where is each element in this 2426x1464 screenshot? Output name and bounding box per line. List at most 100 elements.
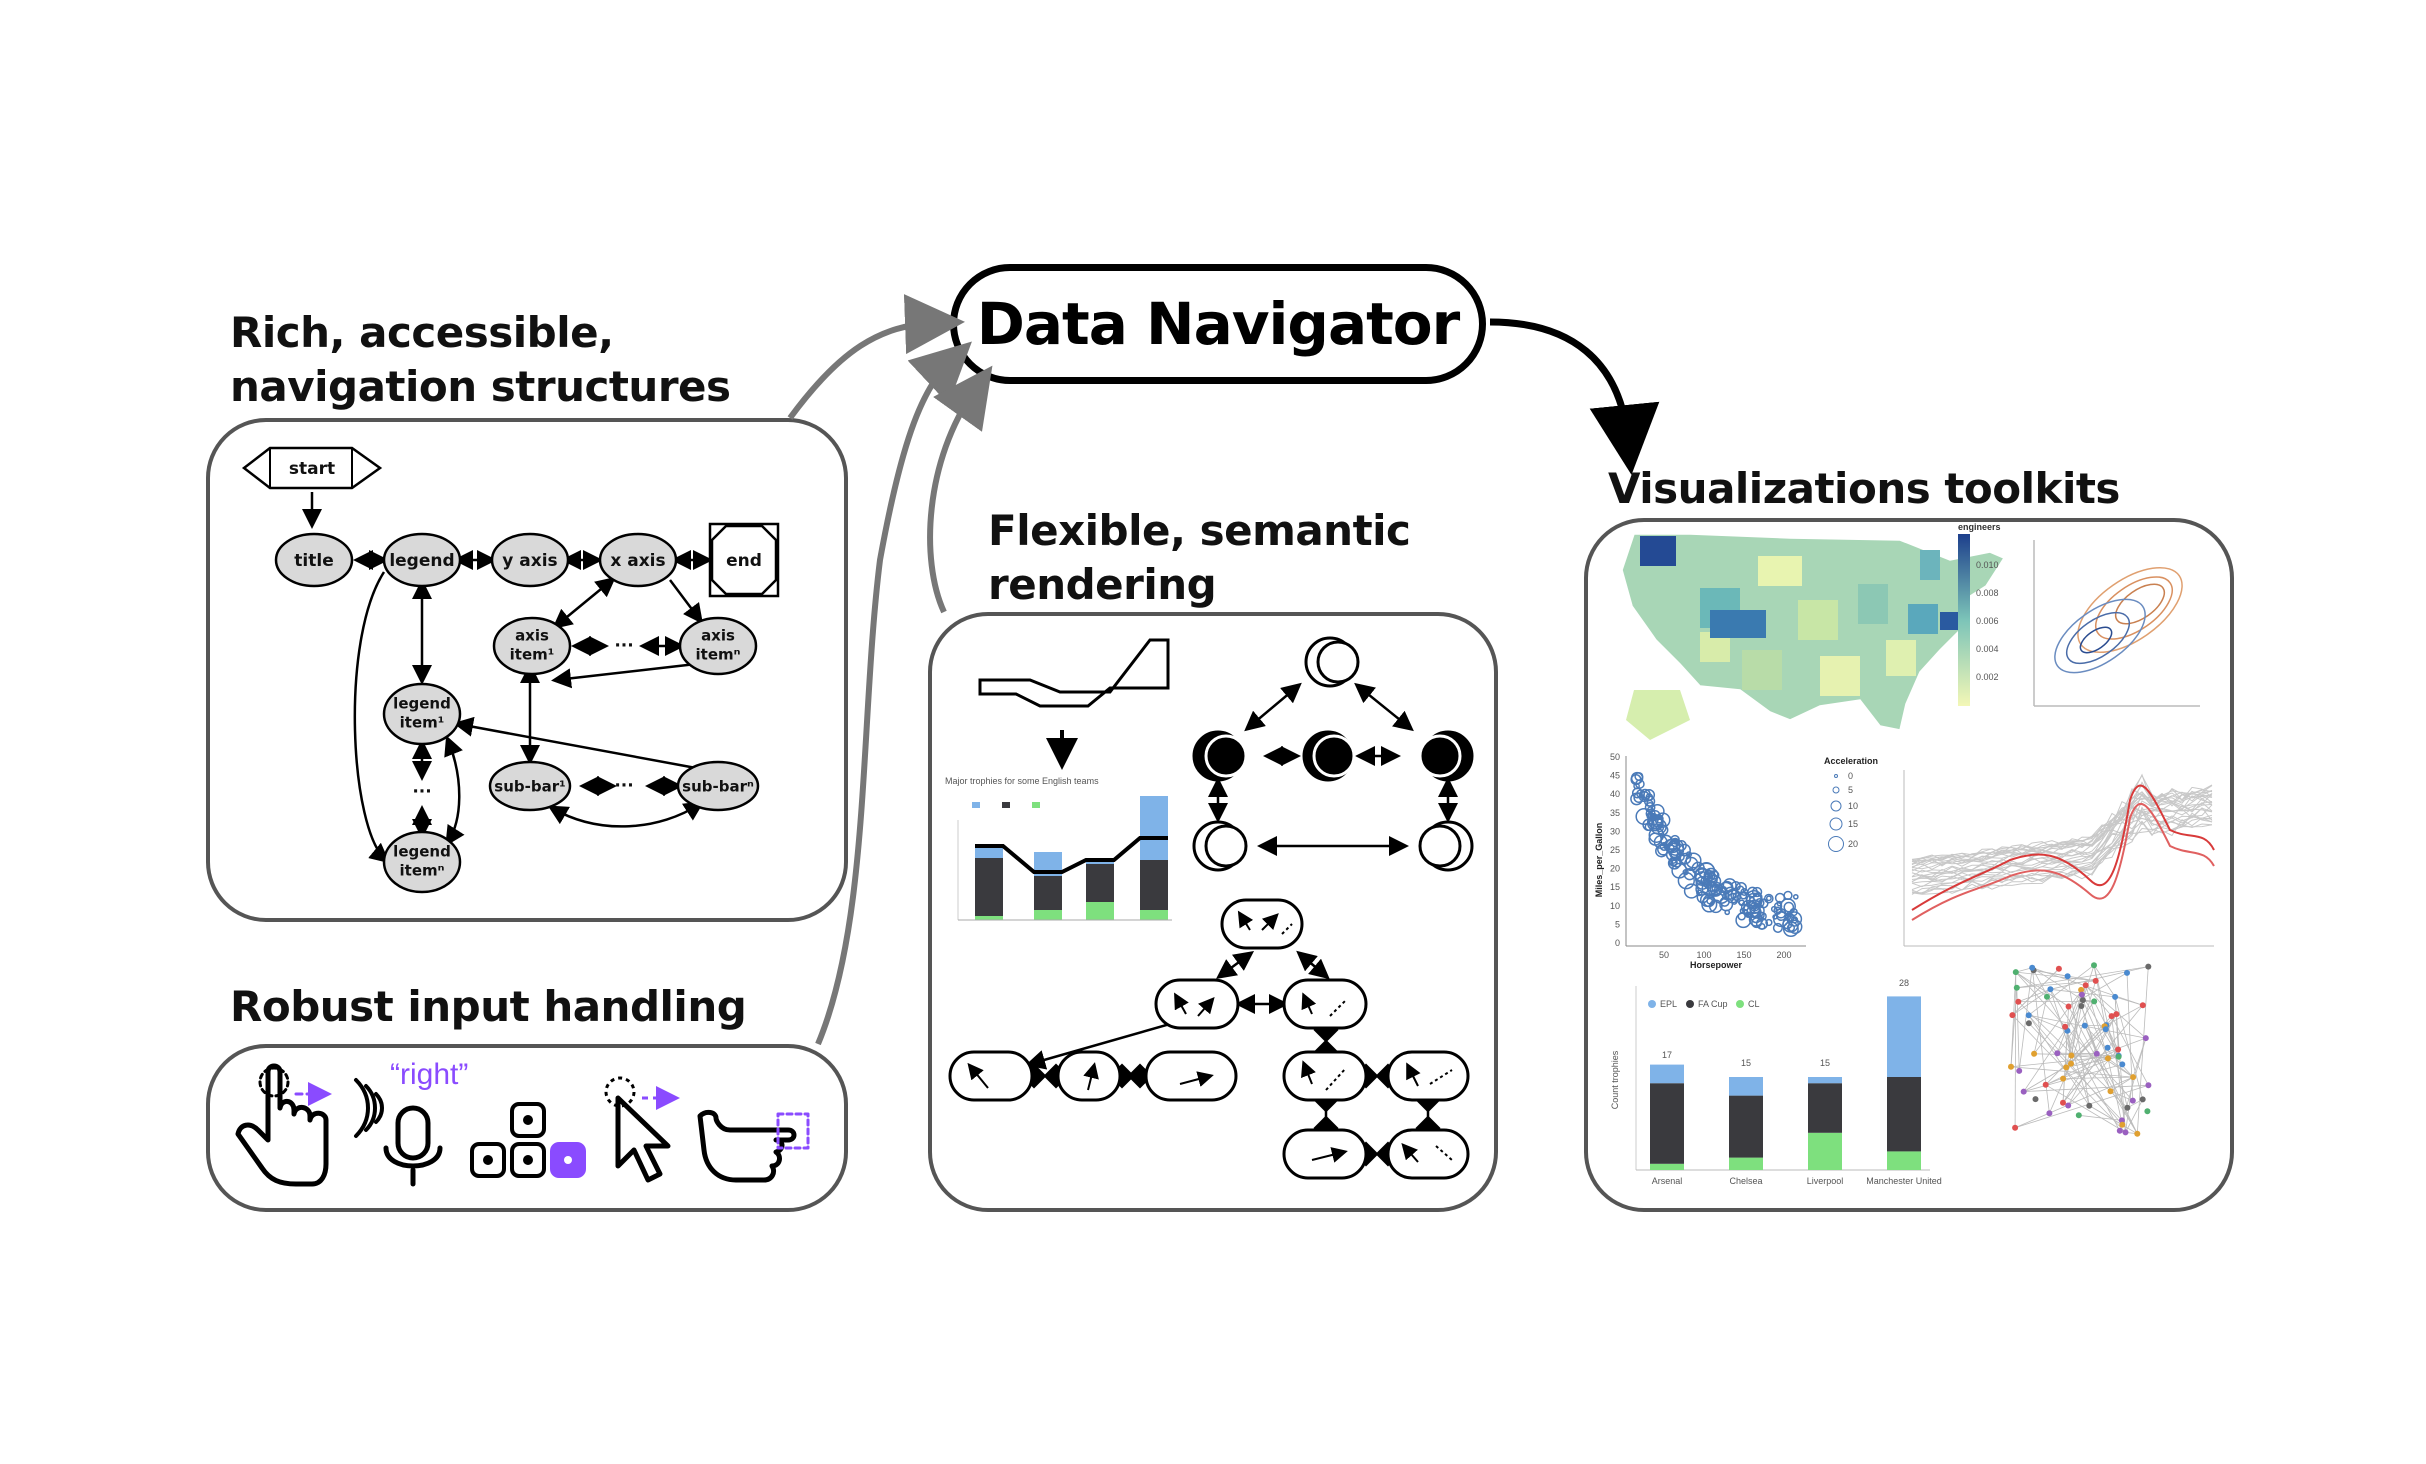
scatter-point — [1742, 904, 1749, 911]
contour-density-plot — [2033, 540, 2200, 707]
scatter-point — [1671, 839, 1679, 848]
network-edge — [2107, 1058, 2123, 1125]
network-node — [2108, 1013, 2115, 1020]
network-node — [2068, 1052, 2075, 1059]
nav-node-start-label: start — [289, 459, 335, 479]
choropleth-map: engineers 0.010 0.008 0.006 0.004 0.002 — [1621, 522, 2006, 740]
rendering-bar-chart: Major trophies for some English teams — [945, 776, 1172, 921]
gray-series-line — [1911, 806, 2213, 891]
scatter-point — [1752, 892, 1763, 903]
scatter-point — [1709, 883, 1722, 896]
rendering-pill-nodes — [948, 898, 1470, 1180]
nav-node-legend-item-1-line2: item¹ — [400, 714, 445, 732]
scatter-ytick: 35 — [1610, 808, 1620, 818]
network-node — [2065, 1003, 2072, 1010]
network-node — [2055, 965, 2062, 972]
rendering-circle-glyphs — [1192, 636, 1474, 872]
scatter-point — [1702, 871, 1718, 887]
network-node — [2091, 998, 2098, 1005]
scatter-xlabel: Horsepower — [1690, 960, 1743, 970]
bar-total-man-united: 28 — [1899, 978, 1909, 988]
flow-arrow-out — [1489, 318, 1660, 475]
scatter-ytick: 45 — [1610, 771, 1620, 781]
scatter-ytick: 40 — [1610, 789, 1620, 799]
nav-node-x-axis: x axis — [610, 551, 665, 571]
network-node — [2012, 969, 2019, 976]
nav-node-axis-item-1-line2: item¹ — [510, 646, 555, 664]
network-node — [2015, 998, 2022, 1005]
heading-structures: Rich, accessible, navigation structures — [230, 306, 731, 414]
network-edge — [2084, 1025, 2138, 1134]
scatter-legend-value-3: 10 — [1848, 801, 1858, 811]
scatter-point — [1701, 880, 1718, 897]
heading-rendering: Flexible, semantic rendering — [988, 504, 1411, 612]
data-navigator-title: Data Navigator — [976, 290, 1461, 358]
scatter-point — [1740, 899, 1757, 916]
gray-series-line — [1911, 795, 2213, 877]
network-node — [2104, 1044, 2111, 1051]
bar-segment — [1808, 1077, 1842, 1084]
scatter-ytick: 30 — [1610, 826, 1620, 836]
nav-node-sub-bar-n: sub-barⁿ — [682, 778, 754, 796]
nav-node-axis-item-n-line2: itemⁿ — [696, 646, 741, 664]
nav-node-legend-item-n-line1: legend — [393, 843, 451, 861]
choropleth-tick-2: 0.008 — [1976, 588, 1999, 598]
bar-legend-cl: CL — [1748, 999, 1760, 1009]
heading-rendering-line1: Flexible, semantic — [988, 506, 1411, 555]
network-edge — [2028, 1022, 2123, 1121]
network-edge — [2111, 1016, 2126, 1133]
bar-category-man-united: Manchester United — [1866, 1176, 1942, 1186]
network-node — [2075, 1112, 2082, 1119]
network-edge — [2089, 1105, 2123, 1126]
network-edge — [2110, 1090, 2133, 1101]
network-edge — [2028, 964, 2095, 1016]
scatter-ytick: 0 — [1615, 938, 1620, 948]
nav-nodes — [274, 532, 760, 894]
network-edge — [2012, 1014, 2126, 1133]
network-node — [2112, 993, 2119, 1000]
network-node — [2068, 1060, 2074, 1067]
network-edge — [2119, 1037, 2147, 1131]
network-node — [2063, 1064, 2070, 1071]
network-node — [2065, 1102, 2072, 1109]
bar-segment — [1729, 1095, 1763, 1158]
nav-node-legend-item-1-line1: legend — [393, 695, 451, 713]
network-edge — [2033, 969, 2068, 977]
scatter-ylabel: Miles_per_Gallon — [1594, 823, 1604, 898]
scatter-ytick: 20 — [1610, 864, 1620, 874]
scatter-point — [1719, 897, 1734, 912]
network-edge — [2028, 1014, 2090, 1106]
network-edge — [2068, 1006, 2138, 1134]
network-edge — [2125, 1099, 2144, 1133]
scatter-point — [1782, 916, 1799, 933]
network-node — [2134, 1130, 2141, 1137]
network-edge — [2015, 971, 2134, 1101]
network-node — [2142, 1035, 2149, 1042]
scatter-legend-value-1: 0 — [1848, 771, 1853, 781]
nav-node-end-label: end — [726, 551, 762, 571]
network-edge — [2014, 1076, 2134, 1129]
scatter-xtick-4: 200 — [1776, 950, 1791, 960]
scatter-point — [1706, 897, 1714, 905]
bar-category-chelsea: Chelsea — [1729, 1176, 1762, 1186]
network-node — [2105, 1055, 2111, 1062]
gray-series-line — [1911, 793, 2213, 870]
network-node — [2032, 1096, 2039, 1103]
network-edge — [2085, 985, 2112, 1017]
network-edge — [2116, 1014, 2126, 1133]
network-edge — [2093, 964, 2116, 998]
rendering-chart-title: Major trophies for some English teams — [945, 776, 1099, 786]
bar-segment — [1887, 1077, 1921, 1152]
scatter-legend-title: Acceleration — [1824, 756, 1878, 766]
network-node — [2029, 964, 2036, 971]
network-node — [2086, 1102, 2093, 1109]
network-edge — [2110, 1076, 2134, 1092]
bar-segment — [1729, 1077, 1763, 1096]
network-node — [2122, 1129, 2129, 1136]
network-edge — [2070, 980, 2097, 1064]
network-node — [2115, 1053, 2122, 1060]
nav-ellipsis-legend: ··· — [412, 782, 431, 802]
scatter-point — [1682, 869, 1689, 876]
network-edge — [2126, 972, 2134, 1101]
network-edge — [2064, 1026, 2090, 1106]
